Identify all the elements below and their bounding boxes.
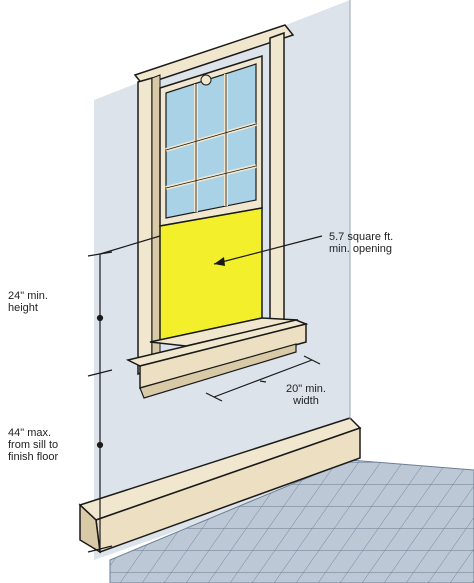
opening-label: 5.7 square ft. min. opening [329,231,394,255]
baseboard [78,417,362,554]
window-sill [125,317,309,399]
sill-height-label: 44" max. from sill to finish floor [8,427,59,463]
clear-opening [159,207,263,341]
width-label: 20" min. width [286,383,326,407]
height-label: 24" min. height [8,290,48,314]
dimension-lines [87,0,351,553]
window-casing [133,24,295,376]
upper-sash [159,54,263,227]
